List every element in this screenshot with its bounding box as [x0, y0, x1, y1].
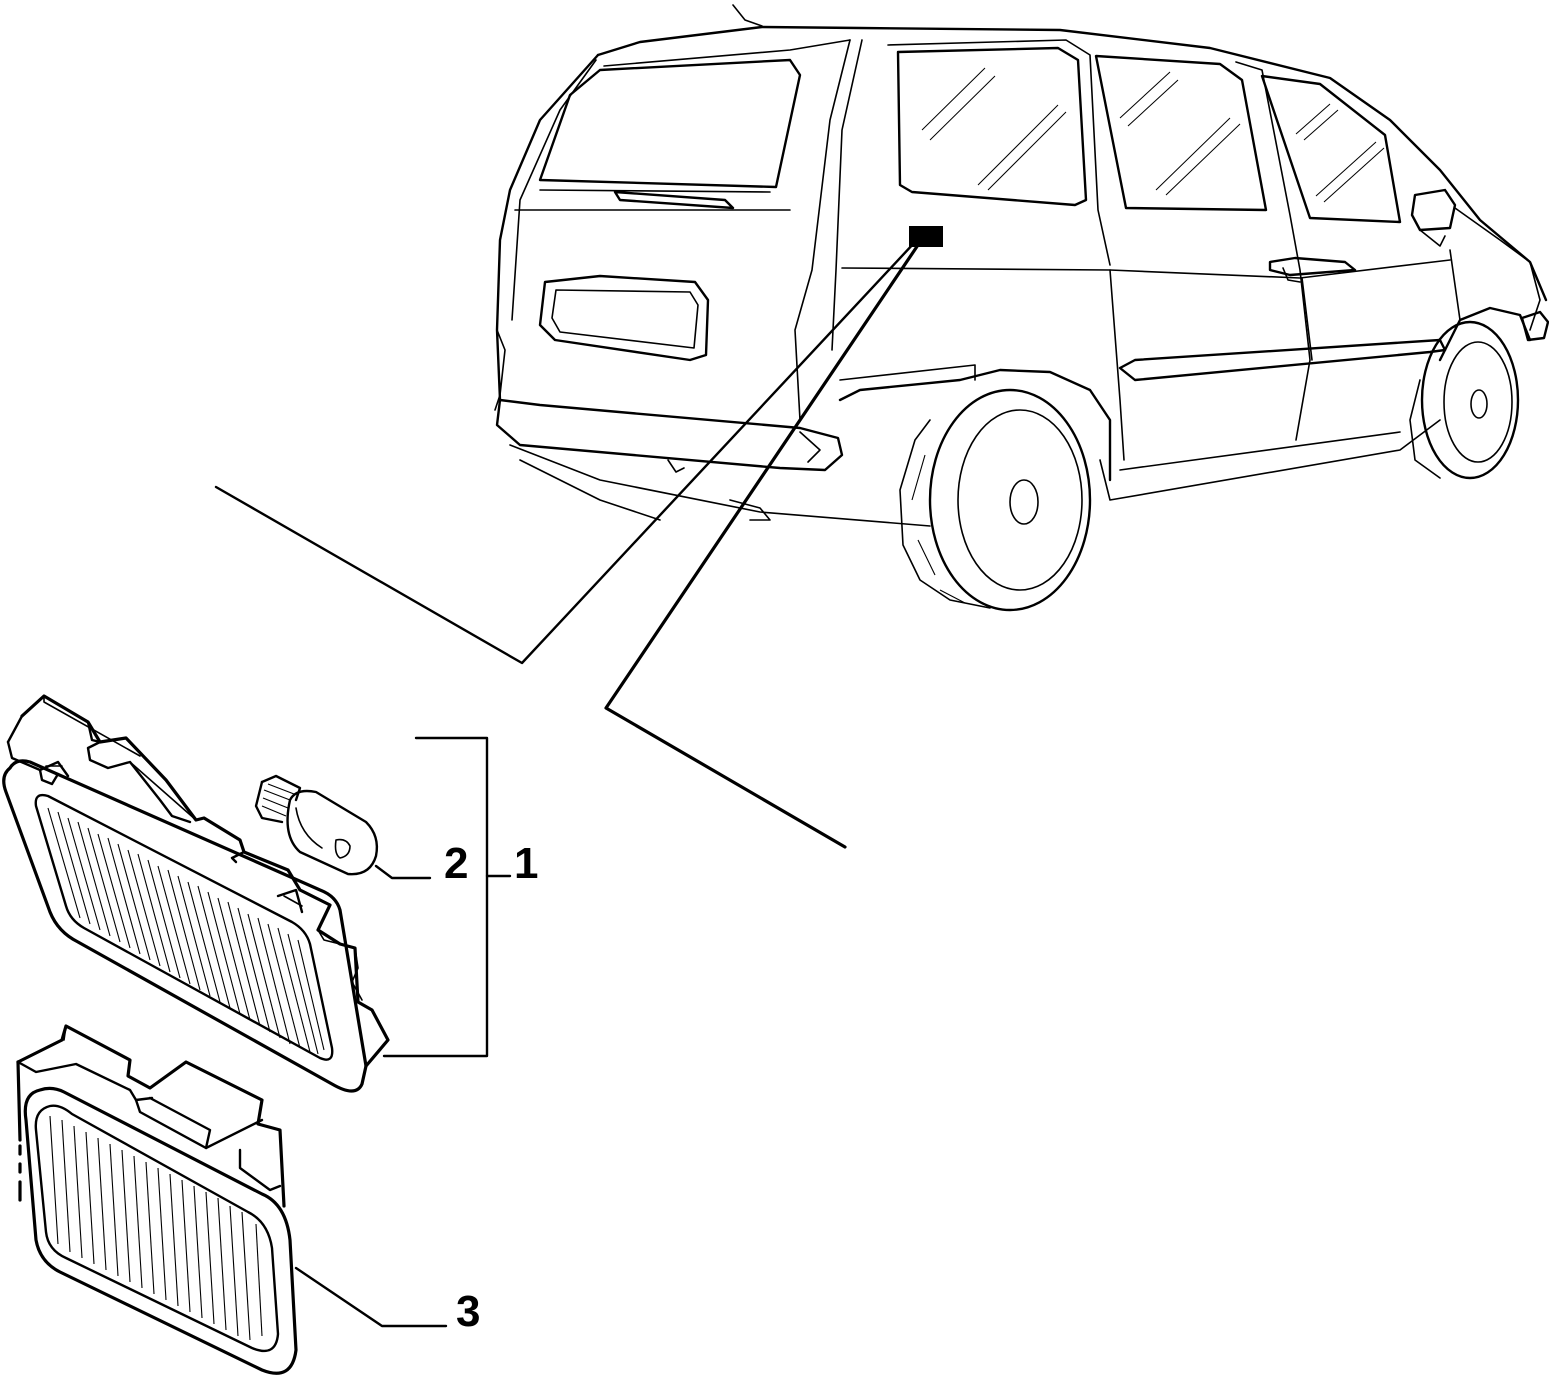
lens-cover	[16, 1024, 298, 1375]
vehicle-illustration	[494, 4, 1549, 612]
callout-3-label: 3	[456, 1287, 480, 1336]
front-wheel	[1409, 306, 1532, 480]
wedge-bulb	[254, 774, 379, 876]
lens-ribs-3	[49, 1115, 263, 1341]
callout-leaders	[294, 736, 512, 1328]
lamp-housing-assembly	[2, 694, 390, 1093]
lens-ribs-1	[47, 807, 325, 1055]
rear-wheel	[899, 388, 1092, 612]
callout-1-label: 1	[514, 839, 538, 888]
lamp-location-marker	[909, 226, 943, 247]
location-leader-lines	[214, 240, 920, 849]
callout-2-label: 2	[444, 839, 468, 888]
